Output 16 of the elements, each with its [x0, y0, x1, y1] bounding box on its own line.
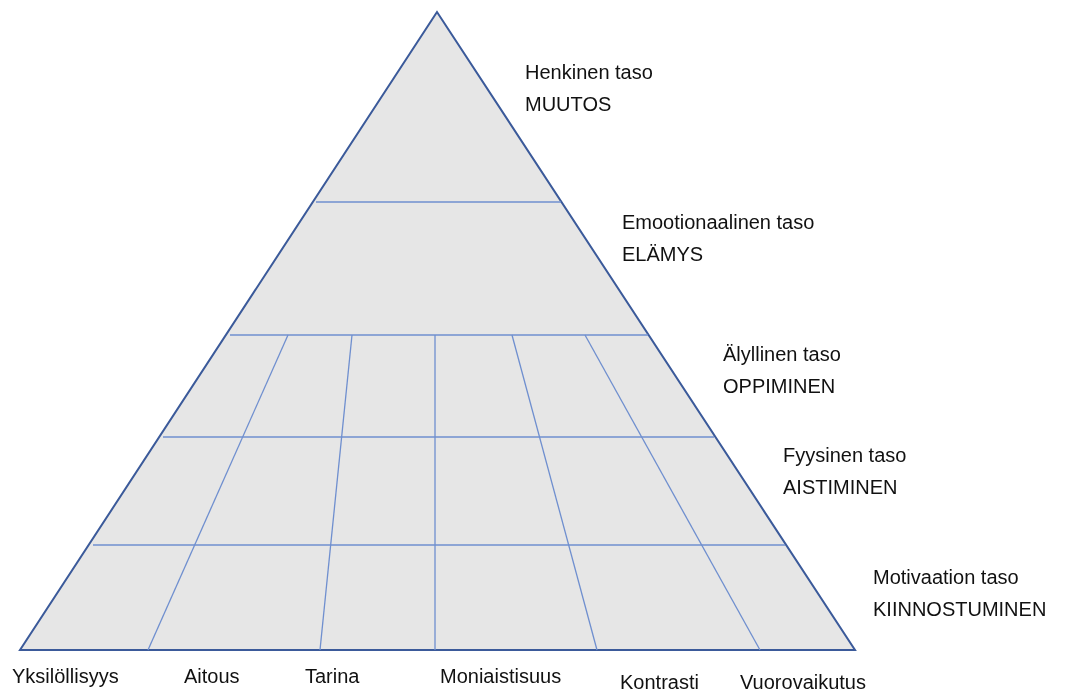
principle-label: Tarina — [305, 664, 360, 688]
level-subtitle: MUUTOS — [525, 92, 612, 116]
level-label: Fyysinen taso — [783, 443, 907, 467]
principle-label: Vuorovaikutus — [740, 670, 866, 691]
principle-label: Moniaistisuus — [440, 664, 562, 688]
level-label: Motivaation taso — [873, 565, 1019, 589]
level-label: Henkinen taso — [525, 60, 653, 84]
level-label: Emootionaalinen taso — [622, 210, 815, 234]
principle-label: Yksilöllisyys — [12, 664, 119, 688]
level-subtitle: AISTIMINEN — [783, 475, 898, 499]
principle-label: Aitous — [184, 664, 240, 688]
level-subtitle: KIINNOSTUMINEN — [873, 597, 1047, 621]
level-subtitle: ELÄMYS — [622, 242, 704, 266]
level-label: Älyllinen taso — [723, 342, 841, 366]
principle-label: Kontrasti — [620, 670, 699, 691]
level-subtitle: OPPIMINEN — [723, 374, 836, 398]
